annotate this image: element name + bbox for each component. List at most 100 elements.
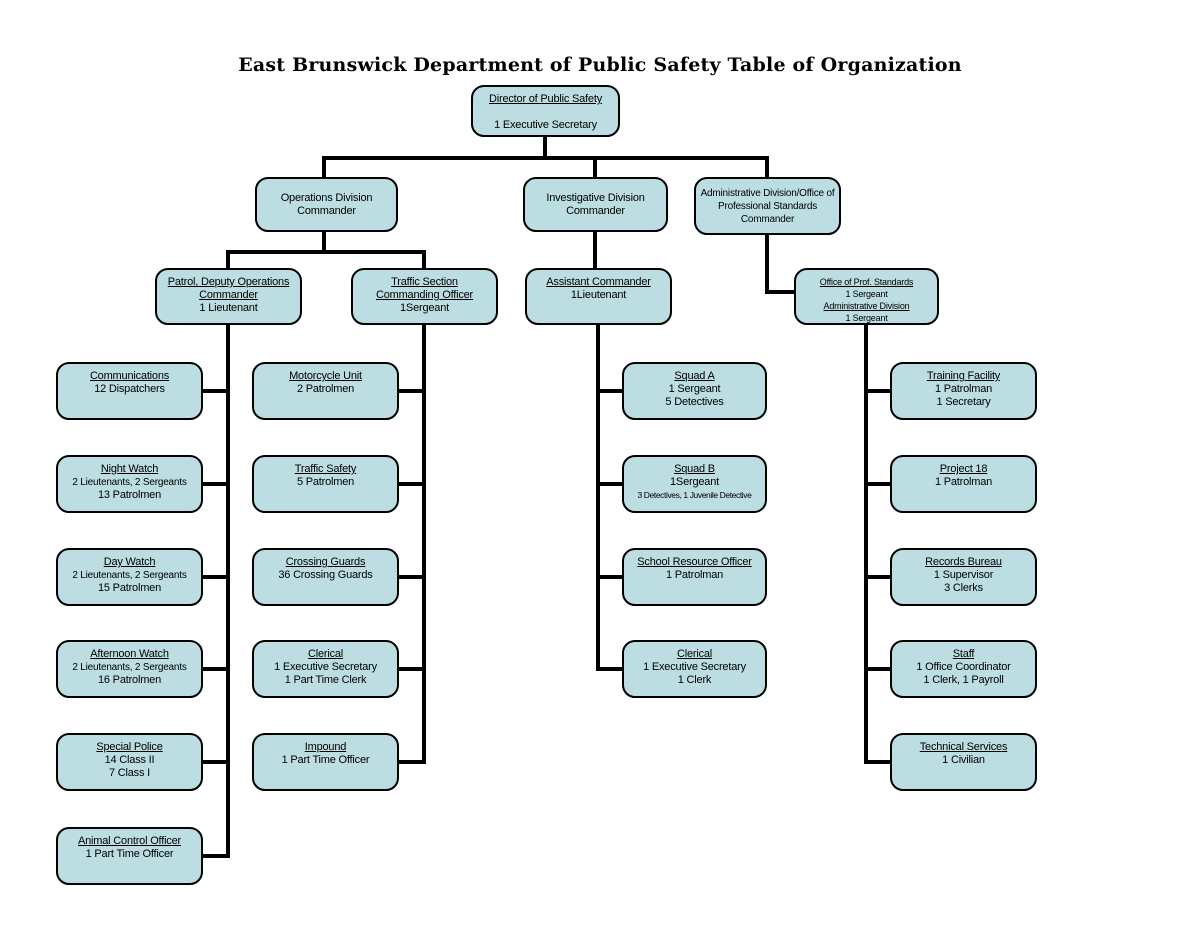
node-text-line: Training Facility bbox=[926, 370, 1001, 382]
connector-line bbox=[866, 389, 890, 393]
node-text-line: Staff bbox=[952, 648, 975, 660]
node-text-line: 1 Clerk, 1 Payroll bbox=[923, 674, 1004, 686]
node-text-line: Technical Services bbox=[919, 741, 1008, 753]
connector-line bbox=[593, 158, 597, 177]
node-text-line: 1 Civilian bbox=[942, 754, 985, 766]
connector-line bbox=[399, 389, 424, 393]
node-text-line: 7 Class I bbox=[109, 767, 150, 779]
node-text-line: 2 Lieutenants, 2 Sergeants bbox=[72, 662, 187, 673]
connector-line bbox=[866, 760, 890, 764]
node-text-line: 14 Class II bbox=[104, 754, 155, 766]
node-text-line: Day Watch bbox=[103, 556, 156, 568]
connector-line bbox=[864, 325, 868, 764]
connector-line bbox=[399, 667, 424, 671]
node-text-line: Clerical bbox=[307, 648, 344, 660]
connector-line bbox=[203, 389, 228, 393]
node-text-line: Patrol, Deputy Operations bbox=[167, 276, 290, 288]
node-text-line: 1Lieutenant bbox=[570, 289, 627, 301]
connector-line bbox=[596, 325, 600, 671]
node-text-line: 5 Patrolmen bbox=[296, 476, 355, 488]
connector-line bbox=[226, 252, 230, 268]
connector-line bbox=[866, 667, 890, 671]
node-text-line: School Resource Officer bbox=[637, 556, 752, 568]
node-text-line: 1 Secretary bbox=[936, 396, 991, 408]
node-text-line: 1 Executive Secretary bbox=[494, 119, 597, 131]
connector-line bbox=[593, 232, 597, 268]
connector-line bbox=[765, 290, 796, 294]
node-text-line: 1 Office Coordinator bbox=[916, 661, 1011, 673]
connector-line bbox=[866, 482, 890, 486]
node-text-line: 1 Lieutenant bbox=[199, 302, 258, 314]
node-text-line: Commander bbox=[566, 204, 625, 217]
node-text-line: Impound bbox=[304, 741, 347, 753]
node-text-line: Animal Control Officer bbox=[78, 835, 181, 847]
connector-line bbox=[322, 158, 326, 177]
node-text-line: Afternoon Watch bbox=[90, 648, 169, 660]
node-text-line: Clerical bbox=[676, 648, 713, 660]
connector-line bbox=[203, 854, 228, 858]
node-text-line: Administrative Division/Office of bbox=[700, 187, 835, 199]
node-text-line: Night Watch bbox=[100, 463, 159, 475]
node-text-line: Administrative Division bbox=[823, 301, 910, 311]
page-title: East Brunswick Department of Public Safe… bbox=[238, 54, 962, 76]
connector-line bbox=[598, 389, 622, 393]
node-text-line: Investigative Division bbox=[546, 191, 645, 204]
node-text-line: Professional Standards bbox=[718, 200, 817, 212]
node-text-line: 15 Patrolmen bbox=[97, 582, 162, 594]
node-text-line: 2 Lieutenants, 2 Sergeants bbox=[72, 570, 187, 581]
node-text-line: Assistant Commander bbox=[546, 276, 651, 288]
connector-line bbox=[543, 137, 547, 158]
connector-line bbox=[203, 760, 228, 764]
node-text-line: 2 Patrolmen bbox=[296, 383, 355, 395]
connector-line bbox=[598, 482, 622, 486]
node-text-line: Special Police bbox=[96, 741, 163, 753]
connector-line bbox=[598, 667, 622, 671]
connector-line bbox=[765, 158, 769, 177]
node-text-line: 1 Part Time Officer bbox=[281, 754, 370, 766]
connector-line bbox=[866, 575, 890, 579]
node-text-line: 16 Patrolmen bbox=[97, 674, 162, 686]
node-text-line: 1 Sergeant bbox=[845, 313, 888, 323]
connector-line bbox=[203, 575, 228, 579]
connector-line bbox=[598, 575, 622, 579]
node-text-line: Traffic Safety bbox=[294, 463, 357, 475]
node-text-line: 1 Supervisor bbox=[933, 569, 994, 581]
node-text-line: Commander bbox=[199, 289, 258, 301]
node-text-line: 5 Detectives bbox=[665, 396, 724, 408]
node-text-line: Communications bbox=[89, 370, 170, 382]
node-text-line: Commander bbox=[297, 204, 356, 217]
connector-line bbox=[226, 325, 230, 858]
connector-line bbox=[399, 760, 424, 764]
node-text-line: Traffic Section bbox=[391, 276, 458, 288]
box-office-of-prof-standards: Office of Prof. Standards 1 Sergeant Admin… bbox=[794, 268, 939, 325]
node-text-line: Office of Prof. Standards bbox=[819, 277, 914, 287]
node-text-line: 1 Clerk bbox=[677, 674, 712, 686]
node-text-line: 1 Patrolman bbox=[934, 476, 993, 488]
node-text-line: 1 Part Time Clerk bbox=[284, 674, 367, 686]
node-text-line: Commanding Officer bbox=[375, 289, 474, 301]
node-text-line: Crossing Guards bbox=[285, 556, 366, 568]
node-text-line: 1Sergeant bbox=[670, 476, 719, 488]
node-text-line: Operations Division bbox=[280, 191, 373, 204]
node-text-line: 12 Dispatchers bbox=[94, 383, 165, 395]
